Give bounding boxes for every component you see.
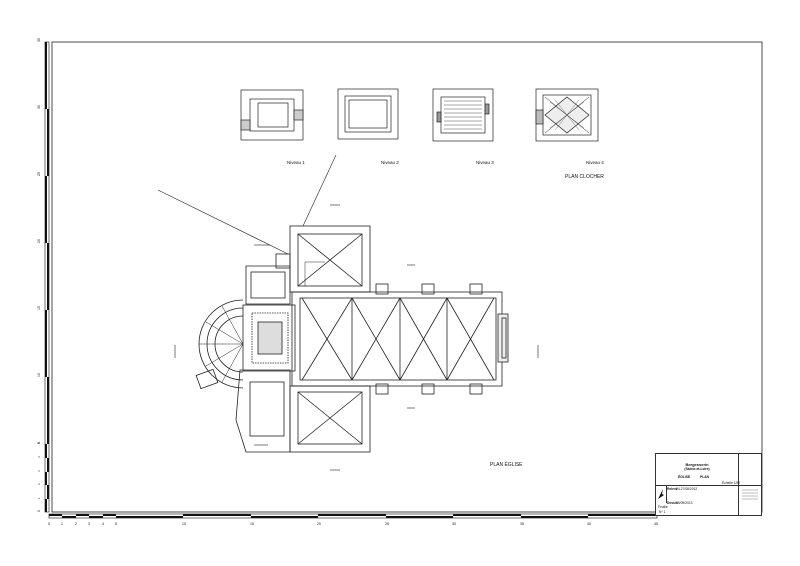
bottom-scale-label: 5 <box>115 522 117 526</box>
tower-level-2-label: Niveau 2 <box>381 160 399 165</box>
bottom-scale-bar <box>48 513 658 519</box>
department-name: (Saône-et-Loire) <box>684 467 710 471</box>
left-scale-label: 35 <box>37 38 41 42</box>
feuille-number: Nº 1 <box>659 510 666 514</box>
dessin-date: 09/09/2013 <box>676 501 693 505</box>
bottom-scale-label: 40 <box>587 522 591 526</box>
tower-level-3 <box>432 88 494 142</box>
view-label: PLAN <box>700 475 709 479</box>
scale-label: Échelle 1/50 <box>722 481 741 485</box>
left-scale-label: 5 <box>37 442 41 444</box>
commune-name: Bergesserin <box>685 462 709 467</box>
tower-level-1 <box>240 89 304 141</box>
dessin-label: Dessin <box>667 501 678 505</box>
office-logo <box>740 488 760 504</box>
sheet-frame <box>51 41 763 513</box>
left-scale-label: 10 <box>37 373 41 377</box>
church-floor-plan <box>195 225 509 453</box>
left-scale-label: 25 <box>37 172 41 176</box>
bottom-scale-label: 1 <box>61 522 63 526</box>
left-scale-bar <box>44 41 50 513</box>
left-scale-minor-label: 2 <box>37 483 41 485</box>
tower-level-3-label: Niveau 3 <box>476 160 494 165</box>
bottom-scale-label: 10 <box>182 522 186 526</box>
bottom-scale-label: 0 <box>48 522 50 526</box>
leader-lines <box>157 154 539 471</box>
title-block: Bergesserin (Saône-et-Loire) ÉGLISE PLAN… <box>655 453 762 516</box>
left-scale-minor-label: 3 <box>37 470 41 472</box>
tower-level-4-label: Niveau 4 <box>586 160 604 165</box>
left-scale-minor-label: 1 <box>37 497 41 499</box>
left-scale-label: 15 <box>37 306 41 310</box>
releve-date: 24-27/08/2012 <box>676 487 698 491</box>
bottom-scale-label: 2 <box>75 522 77 526</box>
feuille-label: Feuille <box>658 505 668 509</box>
bottom-scale-label: 15 <box>250 522 254 526</box>
bottom-scale-label: 45 <box>654 522 658 526</box>
north-arrow-icon <box>658 489 664 499</box>
bottom-scale-label: 4 <box>102 522 104 526</box>
tower-level-2 <box>337 88 399 140</box>
left-scale-label: 30 <box>37 105 41 109</box>
left-scale-minor-label: 5 <box>37 442 41 444</box>
bottom-scale-label: 35 <box>520 522 524 526</box>
bottom-scale-label: 20 <box>317 522 321 526</box>
bottom-scale-label: 30 <box>452 522 456 526</box>
bottom-scale-label: 3 <box>88 522 90 526</box>
tower-plan-title: PLAN CLOCHER <box>565 174 604 180</box>
releve-label: Relevé <box>667 487 678 491</box>
bottom-scale-label: 25 <box>385 522 389 526</box>
tower-level-1-label: Niveau 1 <box>287 160 305 165</box>
left-scale-label: 20 <box>37 239 41 243</box>
north-arrow-cell <box>656 485 667 503</box>
subject-label: ÉGLISE <box>678 475 691 479</box>
tower-level-4 <box>535 88 599 142</box>
left-scale-minor-label: 4 <box>37 456 41 458</box>
left-scale-label: 0 <box>37 510 41 512</box>
church-plan-title: PLAN ÉGLISE <box>490 461 523 468</box>
